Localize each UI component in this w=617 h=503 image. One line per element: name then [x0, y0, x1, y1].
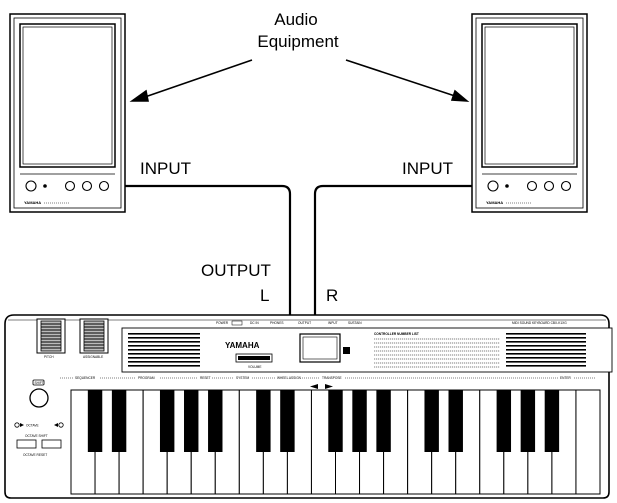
black-key[interactable]: [520, 390, 536, 452]
output-label: OUTPUT: [201, 261, 271, 280]
phones-label: PHONES: [270, 321, 283, 325]
program-label: PROGRAM: [138, 376, 155, 380]
black-key[interactable]: [328, 390, 343, 452]
black-key[interactable]: [424, 390, 439, 452]
volume-label: VOLUME: [248, 365, 261, 369]
input-label-right: INPUT: [402, 159, 453, 178]
input-jack-label: INPUT: [328, 321, 338, 325]
left-speaker: YAMAHA: [9, 13, 126, 213]
knob-icon: [64, 180, 76, 192]
audio-equipment-label-line2: Equipment: [257, 32, 339, 51]
black-key[interactable]: [544, 390, 560, 452]
knob-icon: [81, 180, 93, 192]
black-key[interactable]: [280, 390, 295, 452]
reset-label: RESET: [200, 376, 211, 380]
model-label: MIDI SOUND KEYBOARD CBX-K1XG: [512, 321, 567, 325]
sequencer-label: SEQUENCER: [75, 376, 96, 380]
octave-down-led-icon: [14, 422, 20, 428]
cable-right: [313, 184, 472, 318]
black-key[interactable]: [208, 390, 223, 452]
octave-label: OCTAVE: [26, 424, 39, 428]
keyboard-keys: [70, 389, 601, 495]
right-speaker-grille: [506, 333, 586, 367]
system-label: SYSTEM: [236, 376, 249, 380]
octave-shift-label: OCTAVE SHIFT: [25, 434, 48, 438]
arrow-right: [345, 59, 470, 102]
midi-keyboard: PITCH ASSIGNABLE POWER DC IN PHONES OUTP…: [4, 314, 613, 499]
input-label-left: INPUT: [140, 159, 191, 178]
controller-list-rows: [374, 338, 500, 368]
black-key[interactable]: [184, 390, 199, 452]
transpose-up-icon[interactable]: [325, 384, 333, 389]
assignable-wheel[interactable]: [79, 318, 109, 354]
black-key[interactable]: [448, 390, 463, 452]
transpose-down-icon[interactable]: [310, 384, 318, 389]
enter-label: ENTER: [560, 376, 572, 380]
cable-left: [125, 184, 292, 318]
wheel-assign-label: WHEEL ASSIGN: [277, 376, 302, 380]
knob-icon: [560, 180, 572, 192]
transpose-label: TRANSPOSE: [322, 376, 342, 380]
sustain-label: SUSTAIN: [348, 321, 362, 325]
arrow-left: [129, 59, 253, 102]
left-speaker-grille: [128, 333, 200, 367]
knob-icon: [543, 180, 555, 192]
pitch-wheel[interactable]: [36, 318, 66, 354]
right-speaker: YAMAHA: [471, 13, 588, 213]
lcd-display: [299, 333, 350, 363]
octave-down-button[interactable]: [16, 439, 37, 449]
dc-in-label: DC IN: [250, 321, 259, 325]
black-key[interactable]: [159, 390, 175, 452]
octave-up-led-icon: [58, 422, 64, 428]
power-switch[interactable]: [231, 320, 243, 326]
audio-equipment-label-line1: Audio: [274, 10, 317, 29]
speaker-brand: YAMAHA: [24, 200, 41, 205]
knob-icon: [526, 180, 538, 192]
octave-up-button[interactable]: [41, 439, 62, 449]
speaker-brand: YAMAHA: [486, 200, 503, 205]
channel-r-label: R: [326, 286, 338, 305]
black-key[interactable]: [496, 390, 512, 452]
black-key[interactable]: [352, 390, 367, 452]
knob-icon: [98, 180, 110, 192]
shift-label: SHIFT: [35, 381, 44, 385]
controller-number-list-title: CONTROLLER NUMBER LIST: [374, 332, 419, 336]
pitch-label: PITCH: [44, 355, 54, 359]
output-jack-label: OUTPUT: [298, 321, 311, 325]
white-key[interactable]: [575, 389, 601, 495]
channel-l-label: L: [260, 286, 269, 305]
power-knob-icon: [487, 180, 499, 192]
octave-reset-label: OCTAVE RESET: [23, 453, 47, 457]
assignable-label: ASSIGNABLE: [83, 355, 103, 359]
black-key[interactable]: [256, 390, 271, 452]
shift-button[interactable]: [29, 388, 49, 408]
black-key[interactable]: [111, 390, 127, 452]
black-key[interactable]: [376, 390, 391, 452]
power-label: POWER: [216, 321, 229, 325]
keyboard-brand: YAMAHA: [225, 341, 260, 350]
black-key[interactable]: [87, 390, 103, 452]
volume-slider[interactable]: [235, 353, 273, 363]
power-knob-icon: [25, 180, 37, 192]
